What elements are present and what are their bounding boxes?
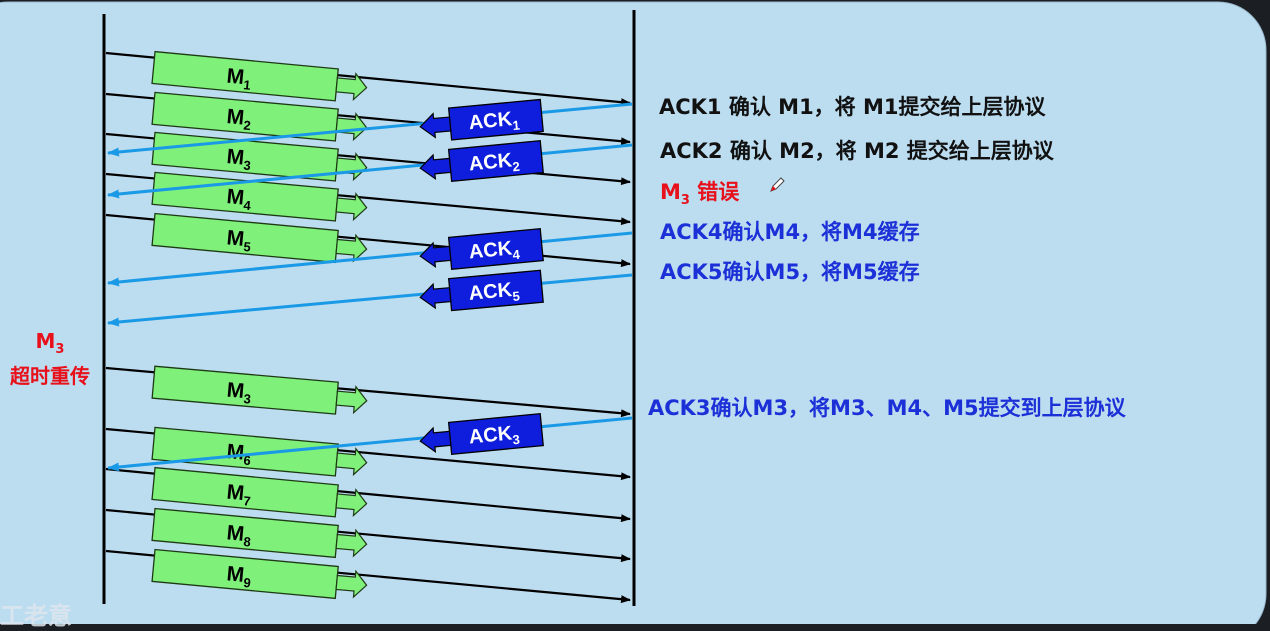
- watermark-text: 工老意: [0, 602, 72, 630]
- message-block: M9: [151, 548, 368, 600]
- note-ack4: ACK4确认M4，将M4缓存: [660, 220, 920, 244]
- ack-line: [107, 416, 633, 472]
- note-ack3: ACK3确认M3，将M3、M4、M5提交到上层协议: [648, 396, 1126, 420]
- message-arrowhead-icon: [335, 385, 368, 415]
- message-label: M1: [225, 65, 252, 93]
- ack-block: ACK3: [419, 412, 544, 455]
- message-label: M6: [225, 440, 252, 468]
- message-label: M2: [225, 105, 252, 133]
- message-arrowhead-icon: [335, 488, 368, 518]
- message-label: M3: [225, 145, 252, 173]
- ack-arrowhead-icon: [419, 426, 452, 454]
- message-block: M1: [151, 50, 368, 102]
- message-label: M7: [225, 481, 252, 509]
- ack-block: ACK2: [419, 139, 544, 182]
- ack-line: [107, 143, 633, 199]
- message-block: M7: [151, 466, 368, 518]
- message-label: M4: [225, 185, 253, 213]
- message-arrowhead-icon: [335, 233, 368, 263]
- note-ack1: ACK1 确认 M1，将 M1提交给上层协议: [659, 95, 1046, 119]
- message-label: M3: [226, 379, 253, 407]
- message-arrowhead-icon: [335, 528, 368, 558]
- ack-label: ACK2: [468, 149, 521, 179]
- ack-label: ACK5: [468, 278, 521, 308]
- message-arrowhead-icon: [335, 192, 368, 222]
- ack-label: ACK1: [468, 108, 521, 138]
- ack-arrowhead-icon: [419, 282, 452, 310]
- ack-arrowhead-icon: [419, 241, 452, 269]
- message-label: M8: [225, 521, 252, 549]
- ack-block: ACK4: [419, 227, 544, 270]
- ack-line: [107, 273, 633, 327]
- message-label: M5: [225, 226, 252, 254]
- message-block: M6: [151, 426, 368, 477]
- note-ack2: ACK2 确认 M2，将 M2 提交给上层协议: [660, 139, 1054, 163]
- ack-block: ACK1: [419, 98, 544, 141]
- ack-line: [107, 102, 633, 157]
- ack-arrowhead-icon: [419, 112, 452, 139]
- ack-label: ACK3: [468, 422, 521, 452]
- retransmit-label: M3 超时重传: [10, 329, 90, 388]
- message-arrowhead-icon: [335, 569, 368, 599]
- pencil-icon: [770, 177, 785, 192]
- ack-line: [107, 231, 633, 287]
- note-m3-error: M3 错误: [660, 180, 740, 209]
- message-arrowhead-icon: [335, 447, 368, 477]
- message-block: M2: [151, 91, 368, 142]
- ack-label: ACK4: [468, 237, 521, 267]
- message-block: M4: [151, 171, 368, 222]
- note-ack5: ACK5确认M5，将M5缓存: [660, 260, 920, 284]
- message-block: M3: [151, 365, 368, 415]
- message-arrowhead-icon: [335, 72, 368, 102]
- message-block: M8: [151, 507, 368, 559]
- message-label: M9: [225, 562, 252, 590]
- ack-arrowhead-icon: [419, 153, 452, 181]
- message-block: M5: [151, 212, 368, 264]
- ack-block: ACK5: [419, 269, 544, 312]
